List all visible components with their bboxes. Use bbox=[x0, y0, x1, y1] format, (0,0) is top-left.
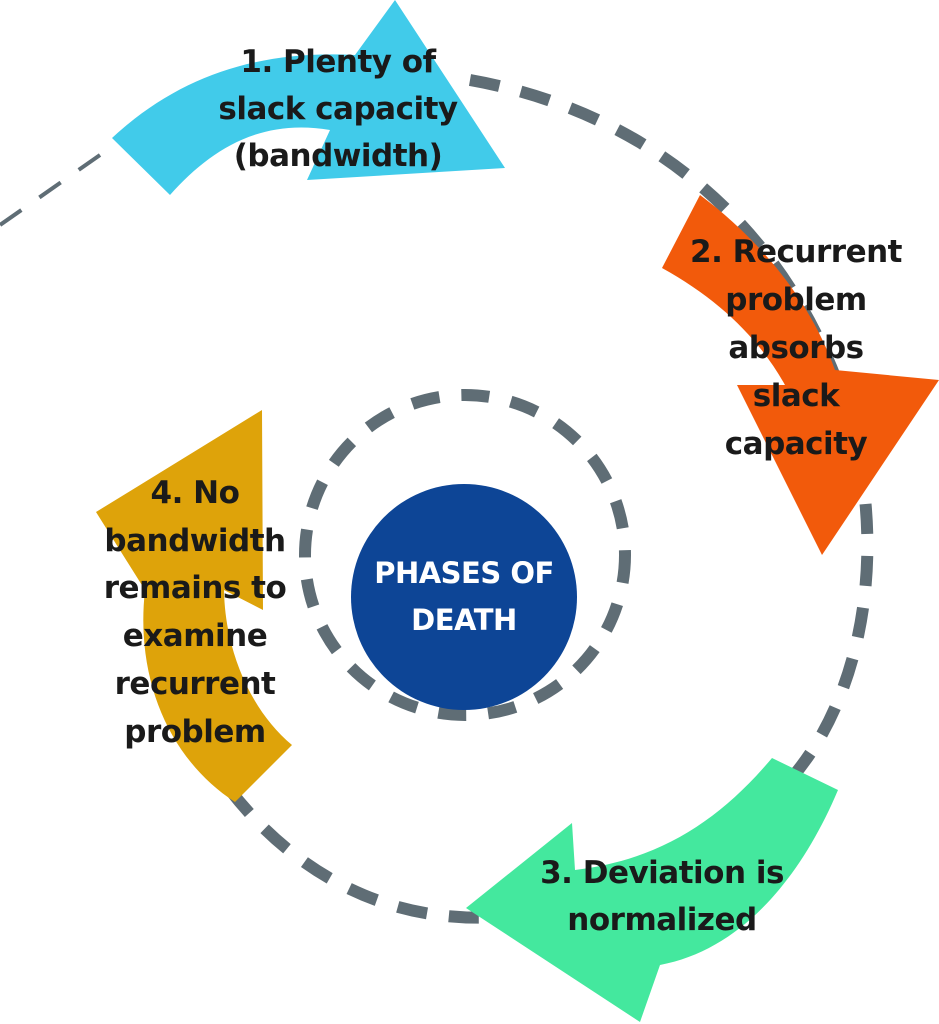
phase-3-label-line-2: normalized bbox=[567, 902, 756, 938]
phase-4-arrow bbox=[96, 410, 292, 802]
phase-4-label-line-4: examine bbox=[123, 618, 267, 654]
phase-4-label-line-1: 4. No bbox=[151, 475, 240, 511]
center-title-line-2: DEATH bbox=[411, 603, 517, 637]
phase-4-label-line-5: recurrent bbox=[115, 666, 276, 702]
phase-3-label-line-1: 3. Deviation is bbox=[540, 855, 784, 891]
phase-1-label-line-2: slack capacity bbox=[218, 91, 458, 127]
phase-2-label-line-2: problem bbox=[725, 282, 866, 318]
center-circle bbox=[351, 484, 577, 710]
phase-2-label-line-3: absorbs bbox=[728, 330, 863, 366]
phase-2-label-line-5: capacity bbox=[725, 426, 868, 462]
phase-1-arrow bbox=[112, 0, 505, 195]
phase-4-label-line-3: remains to bbox=[104, 570, 287, 606]
phase-1-label-line-1: 1. Plenty of bbox=[240, 44, 436, 80]
phase-2-label-line-1: 2. Recurrent bbox=[690, 234, 903, 270]
phase-4-label-line-2: bandwidth bbox=[104, 523, 285, 559]
lower-dashed-connector bbox=[225, 786, 521, 924]
faint-dashed-connector bbox=[0, 153, 102, 227]
inner-dashed-ring bbox=[299, 389, 631, 721]
phase-2-label-line-4: slack bbox=[753, 378, 841, 414]
phase-4-label-line-6: problem bbox=[124, 714, 265, 750]
center-title-line-1: PHASES OF bbox=[374, 556, 554, 590]
phase-3-arrow bbox=[466, 758, 838, 1022]
phase-2-arrow bbox=[662, 195, 939, 555]
phase-1-label-line-3: (bandwidth) bbox=[234, 138, 443, 174]
